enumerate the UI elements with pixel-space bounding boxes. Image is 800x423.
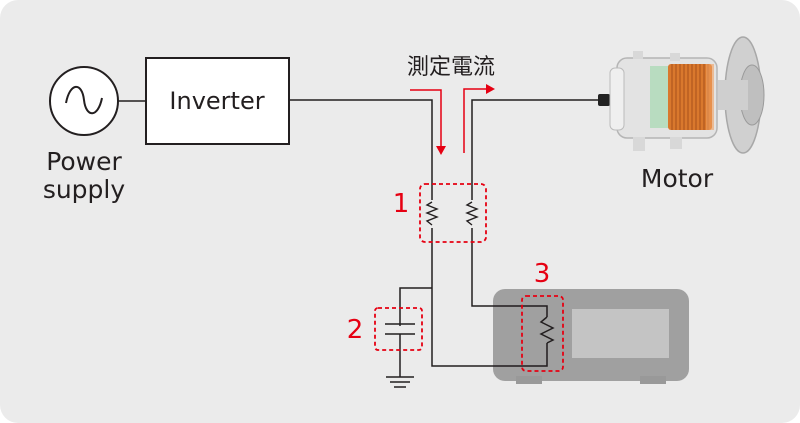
capacitor-icon — [385, 323, 415, 335]
instrument-screen — [572, 309, 669, 358]
motor: Motor — [598, 36, 765, 193]
resistor-pair — [425, 200, 479, 228]
arrow-down-icon — [436, 146, 446, 155]
callout-2-box — [374, 307, 423, 351]
callout-1-number: 1 — [393, 189, 410, 219]
current-arrow-in — [410, 89, 442, 148]
resistor-3-icon — [539, 316, 555, 344]
motor-coil — [668, 64, 712, 130]
callout-2-number: 2 — [347, 315, 364, 345]
callout-3-box — [521, 295, 564, 372]
measuring-instrument — [493, 289, 689, 384]
current-arrow-out — [463, 88, 488, 153]
callout-3-number: 3 — [534, 259, 551, 289]
power-supply-label-2: supply — [43, 175, 126, 204]
resistor-1a-icon — [425, 201, 439, 226]
ground-icon — [386, 376, 414, 388]
wiring-overlay — [493, 305, 555, 367]
power-supply-label-1: Power — [46, 147, 122, 176]
resistor-1b-icon — [465, 201, 479, 226]
motor-label: Motor — [641, 164, 714, 193]
measurement-current-label: 測定電流 — [407, 55, 495, 80]
motor-connector — [598, 94, 610, 106]
wire-to-capacitor — [399, 287, 432, 326]
power-supply: Power supply — [43, 66, 126, 204]
callout-1-box — [419, 183, 487, 243]
inverter-box — [145, 57, 290, 145]
inverter: Inverter — [145, 57, 290, 145]
motor-stator — [650, 66, 670, 128]
inverter-label: Inverter — [169, 87, 264, 115]
sine-wave-icon — [65, 85, 103, 115]
arrow-right-icon — [486, 84, 495, 94]
